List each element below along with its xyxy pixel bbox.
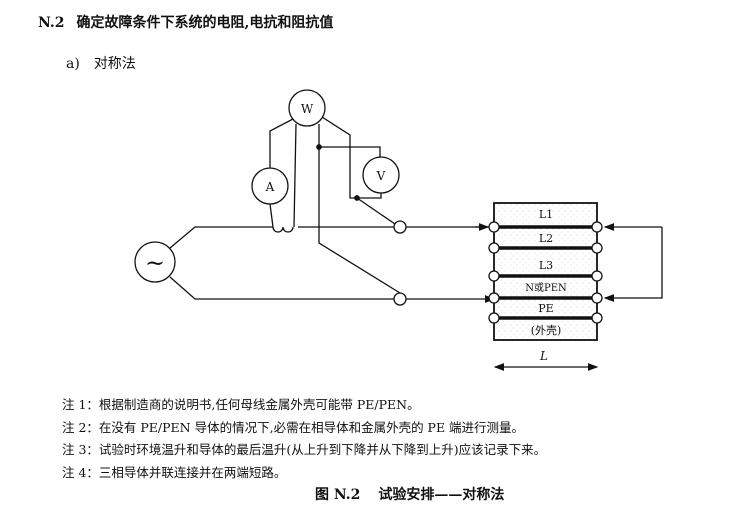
subsection-heading: a) 对称法: [66, 53, 136, 73]
ac-source-symbol: ~: [145, 249, 165, 277]
voltmeter-label: V: [376, 169, 386, 183]
terminal: [393, 220, 407, 234]
section-heading: N.2 确定故障条件下系统的电阻,电抗和阻抗值: [38, 12, 333, 32]
voltmeter: V: [362, 156, 400, 194]
note-3: 注 3：试验时环境温升和导体的最后温升(从上升到下降并从下降到上升)应该记录下来…: [62, 442, 547, 457]
figure-number: 图 N.2: [315, 487, 361, 503]
figure-title: 试验安排——对称法: [378, 487, 505, 503]
wattmeter: W: [288, 89, 326, 127]
conductor-label-l2: L2: [539, 232, 553, 245]
figure-caption: 图 N.2 试验安排——对称法: [315, 484, 504, 504]
section-number: N.2: [38, 15, 65, 31]
section-title: 确定故障条件下系统的电阻,电抗和阻抗值: [76, 15, 334, 31]
note-2: 注 2：在没有 PE/PEN 导体的情况下,必需在相导体和金属外壳的 PE 端进…: [62, 420, 525, 435]
ammeter: A: [251, 167, 289, 205]
wattmeter-label: W: [301, 102, 314, 116]
terminal: [393, 292, 407, 306]
note-1: 注 1：根据制造商的说明书,任何母线金属外壳可能带 PE/PEN。: [62, 397, 420, 412]
conductor-label-pe: PE: [538, 302, 553, 315]
subsection-title: 对称法: [93, 56, 136, 72]
length-label: L: [539, 349, 548, 363]
busbar-enclosure: L1 L2 L3 N或PEN PE (外壳): [488, 202, 603, 341]
conductor-label-l3: L3: [539, 259, 553, 272]
current-coil-loops: [272, 226, 294, 233]
return-line: [169, 276, 494, 299]
conductor-label-enclosure: (外壳): [531, 323, 562, 337]
subsection-number: a): [66, 56, 80, 72]
ammeter-label: A: [265, 180, 275, 194]
phase-line: [169, 226, 273, 249]
conductor-label-n-pen: N或PEN: [525, 282, 567, 294]
ac-source: ~: [134, 241, 176, 283]
conductor-label-l1: L1: [539, 208, 553, 221]
note-4: 注 4：三相导体并联连接并在两端短路。: [62, 465, 287, 480]
